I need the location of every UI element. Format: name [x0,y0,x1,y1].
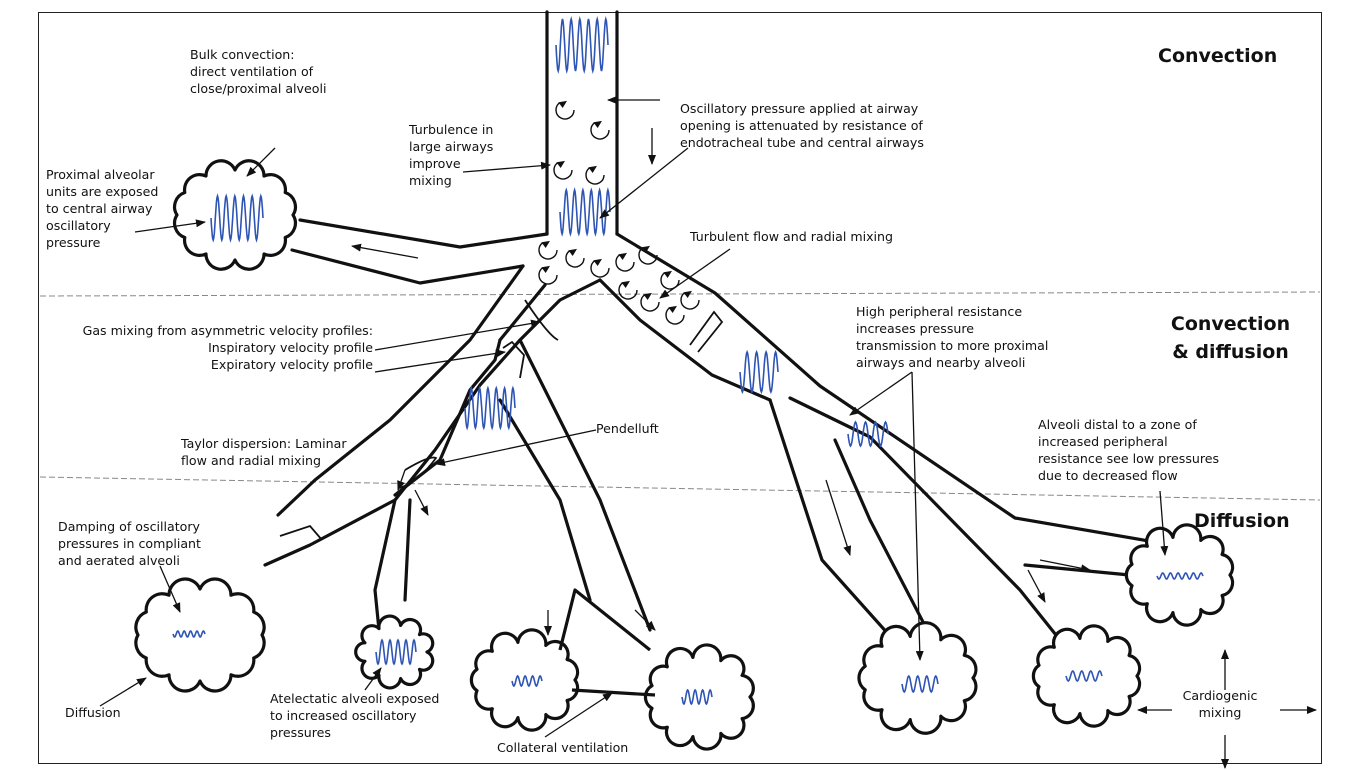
collateral-alveolus-right-cloud [645,645,753,749]
left-branch-wave [465,388,515,428]
annotation-alveoli-distal: Alveoli distal to a zone of increased pe… [1038,416,1219,484]
carina-oscillation-wave [560,190,610,234]
collateral-channel [572,690,655,695]
turbulence-swirl-12 [666,308,684,324]
atelectatic-alveolus-cloud [356,616,433,688]
annotation-oscillatory-pressure: Oscillatory pressure applied at airway o… [680,100,924,151]
zone-divider-convection [40,292,1320,296]
annotation-turbulence-large-airways: Turbulence in large airways improve mixi… [409,121,493,189]
turbulence-swirl-4 [586,168,604,184]
taylor-flow-arrow [415,490,428,515]
annotation-turbulent-flow: Turbulent flow and radial mixing [690,228,893,245]
turbulence-swirl-11 [641,295,659,311]
turbulent-flow-pointer [660,249,730,298]
turbulence-swirl-12-head [670,307,676,312]
annotation-pendelluft: Pendelluft [596,420,659,437]
annotation-high-peripheral-resistance: High peripheral resistance increases pre… [856,303,1048,371]
zone-label-diffusion: Diffusion [1194,507,1290,535]
turbulence-swirl-5 [539,243,557,259]
damping-velocity-profile [280,526,322,540]
annotation-atelectatic: Atelectatic alveoli exposed to increased… [270,690,439,741]
distal-alveolus-cloud [1033,626,1139,726]
flow-arrow-distal [1028,570,1045,602]
turbulence-swirl-2 [591,123,609,139]
turbulence-swirl-4-head [590,167,596,172]
turbulence-swirl-1 [556,103,574,119]
turbulence-swirl-14-head [665,272,671,277]
peripheral-branch-wave [848,422,888,446]
annotation-diffusion-label: Diffusion [65,704,121,721]
turbulence-swirl-15 [539,268,557,284]
annotation-cardiogenic-mixing: Cardiogenic mixing [1165,687,1275,721]
right-branch-velocity-profile [690,312,722,352]
annotation-proximal-alveolar: Proximal alveolar units are exposed to c… [46,166,158,251]
turbulence-swirl-6 [566,251,584,267]
aerated-alveolus-cloud [136,579,264,691]
annotation-bulk-convection: Bulk convection: direct ventilation of c… [190,46,326,97]
turbulence-swirl-10 [619,283,637,299]
annotation-collateral-ventilation: Collateral ventilation [497,739,628,756]
zone-label-convection: Convection [1158,42,1277,70]
turbulence-swirl-8 [616,255,634,271]
right-branch-wave [740,352,778,392]
turbulence-swirl-7-head [595,260,601,265]
turbulence-swirl-1-head [560,102,566,107]
turbulence-swirl-6-head [570,250,576,255]
annotation-taylor-dispersion: Taylor dispersion: Laminar flow and radi… [181,435,347,469]
proximal-flow-arrow [352,246,418,258]
annotation-damping: Damping of oscillatory pressures in comp… [58,518,201,569]
turbulence-swirl-5-head [543,242,549,247]
annotation-gas-mixing: Gas mixing from asymmetric velocity prof… [61,322,373,373]
turbulence-swirl-13-head [685,292,691,297]
turbulence-swirl-10-head [623,282,629,287]
turbulence-swirl-13 [681,293,699,309]
proximal-alveolus-cloud [175,161,296,269]
turbulence-swirl-8-head [620,254,626,259]
diffusion-pointer [100,678,146,706]
high-peripheral-pointer-1 [850,372,912,415]
turbulence-swirl-11-head [645,294,651,299]
turbulence-swirl-3-head [558,162,564,167]
turbulence-swirl-3 [554,163,572,179]
high-peripheral-pointer-2 [912,372,920,660]
turbulence-swirl-2-head [595,122,601,127]
turbulence-swirl-7 [591,261,609,277]
oscillatory-pointer-lower [600,148,688,218]
zone-label-convection-diffusion: Convection & diffusion [1163,310,1298,366]
trachea-oscillation-wave [556,19,608,71]
turbulence-swirl-15-head [543,267,549,272]
